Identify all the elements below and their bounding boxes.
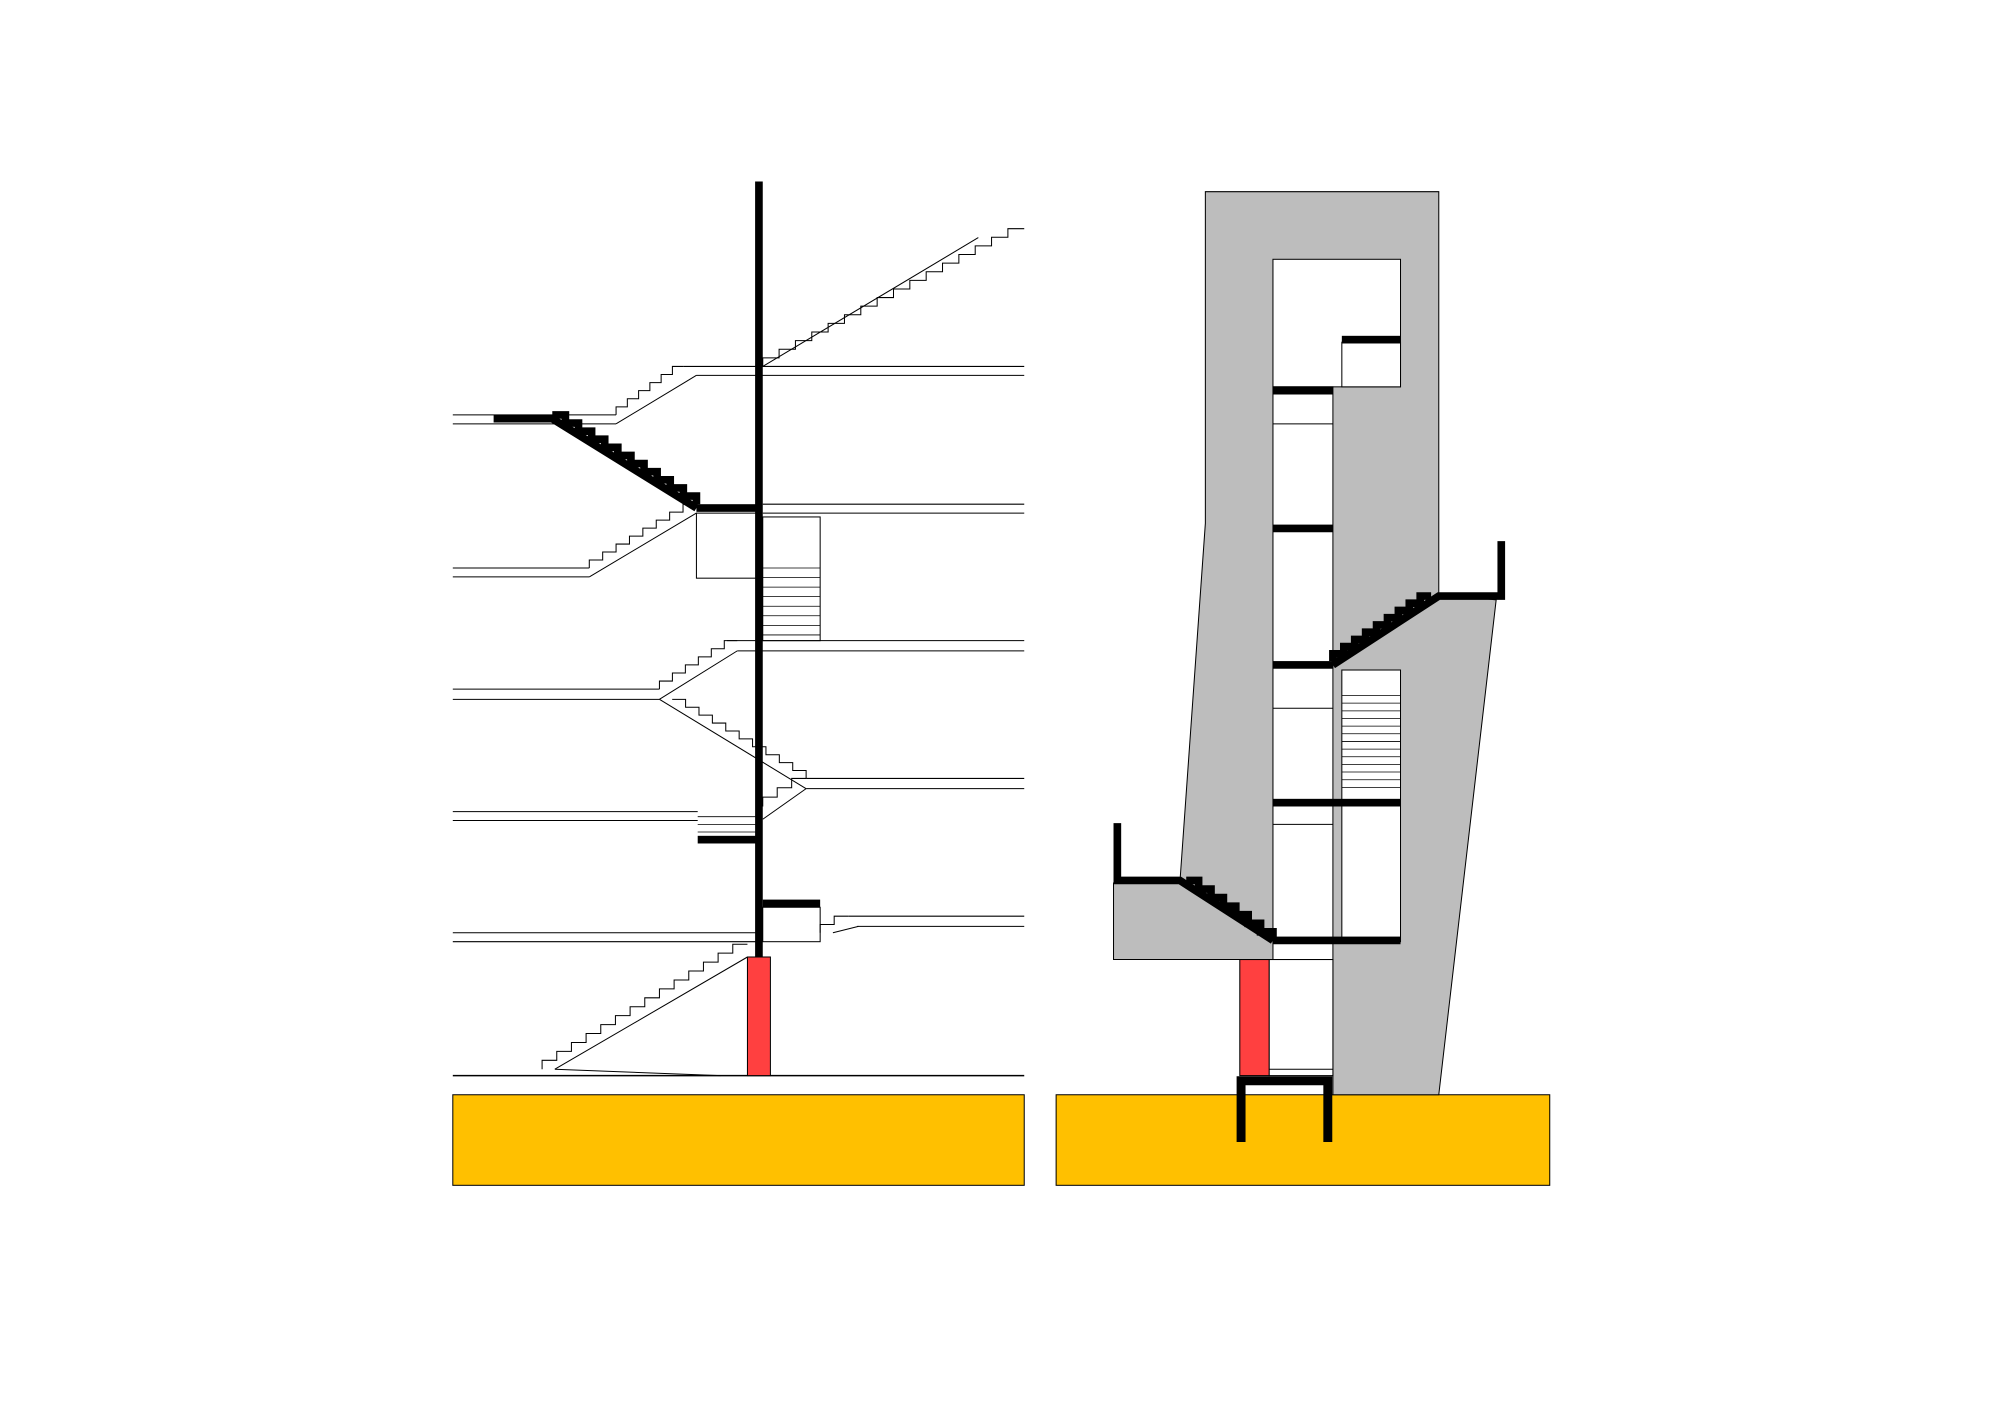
landing-slab bbox=[696, 504, 757, 512]
slab bbox=[1341, 335, 1401, 344]
floor-slab bbox=[762, 503, 1025, 514]
stair-steps bbox=[588, 503, 697, 568]
slab bbox=[1272, 386, 1333, 395]
stair-treads bbox=[697, 567, 821, 833]
black-stair-lower-steps bbox=[1186, 876, 1277, 941]
stair-soffit bbox=[832, 925, 859, 934]
slab bbox=[1272, 661, 1333, 669]
ground-block bbox=[1055, 1094, 1551, 1186]
landing-slab bbox=[697, 835, 757, 844]
red-column bbox=[1239, 959, 1270, 1077]
stair-steps bbox=[615, 365, 684, 415]
stair-soffit bbox=[615, 374, 697, 425]
landing-box bbox=[762, 906, 821, 943]
floor-slab bbox=[452, 567, 590, 578]
stair-steps bbox=[658, 640, 738, 690]
black-stair-upper bbox=[1330, 541, 1506, 669]
floor-lines bbox=[1269, 423, 1333, 1070]
landing-slab bbox=[762, 899, 821, 908]
stair-soffit bbox=[589, 512, 697, 578]
stair-treads bbox=[1341, 695, 1401, 788]
stair-section-left bbox=[452, 181, 1025, 1186]
stair-steps bbox=[762, 228, 1025, 367]
highlighted-stair bbox=[493, 411, 701, 512]
ground-block bbox=[452, 1094, 1025, 1186]
stair-steps bbox=[819, 915, 849, 933]
black-stair-steps bbox=[552, 411, 701, 505]
stair-soffit bbox=[762, 237, 979, 367]
black-stair-lower bbox=[1113, 823, 1276, 944]
shaft-void bbox=[1272, 386, 1334, 961]
slab bbox=[1272, 936, 1401, 945]
floor-slab bbox=[727, 640, 1025, 652]
stair-soffit bbox=[554, 956, 748, 1070]
stair-soffit bbox=[659, 650, 738, 700]
floor-slab bbox=[452, 811, 698, 822]
floor-slab bbox=[683, 365, 1025, 376]
foundation-frame bbox=[1236, 1076, 1333, 1142]
stair-flights bbox=[541, 228, 1025, 1077]
stair-steps bbox=[541, 943, 748, 1070]
floor-slab bbox=[806, 777, 1025, 790]
upper-box bbox=[1341, 341, 1402, 388]
highlighted-stairs bbox=[1113, 541, 1506, 944]
stair-steps bbox=[672, 698, 807, 779]
stair-steps bbox=[762, 777, 807, 807]
stair-soffit bbox=[659, 698, 807, 790]
stair-box bbox=[762, 516, 821, 642]
floor-slab bbox=[452, 688, 660, 700]
floor-slab bbox=[452, 932, 757, 943]
black-stair-upper-steps bbox=[1329, 592, 1432, 662]
slab bbox=[1272, 798, 1401, 807]
red-column bbox=[746, 956, 771, 1077]
entry-void bbox=[1268, 959, 1334, 1077]
stair-soffit bbox=[762, 788, 807, 820]
tower-section-right bbox=[1055, 191, 1551, 1186]
black-stair bbox=[493, 414, 699, 512]
ramp-line bbox=[554, 1068, 721, 1077]
slab bbox=[1272, 524, 1333, 533]
floor-slab bbox=[848, 915, 1025, 927]
main-column bbox=[755, 181, 763, 957]
landing-box bbox=[695, 512, 757, 579]
